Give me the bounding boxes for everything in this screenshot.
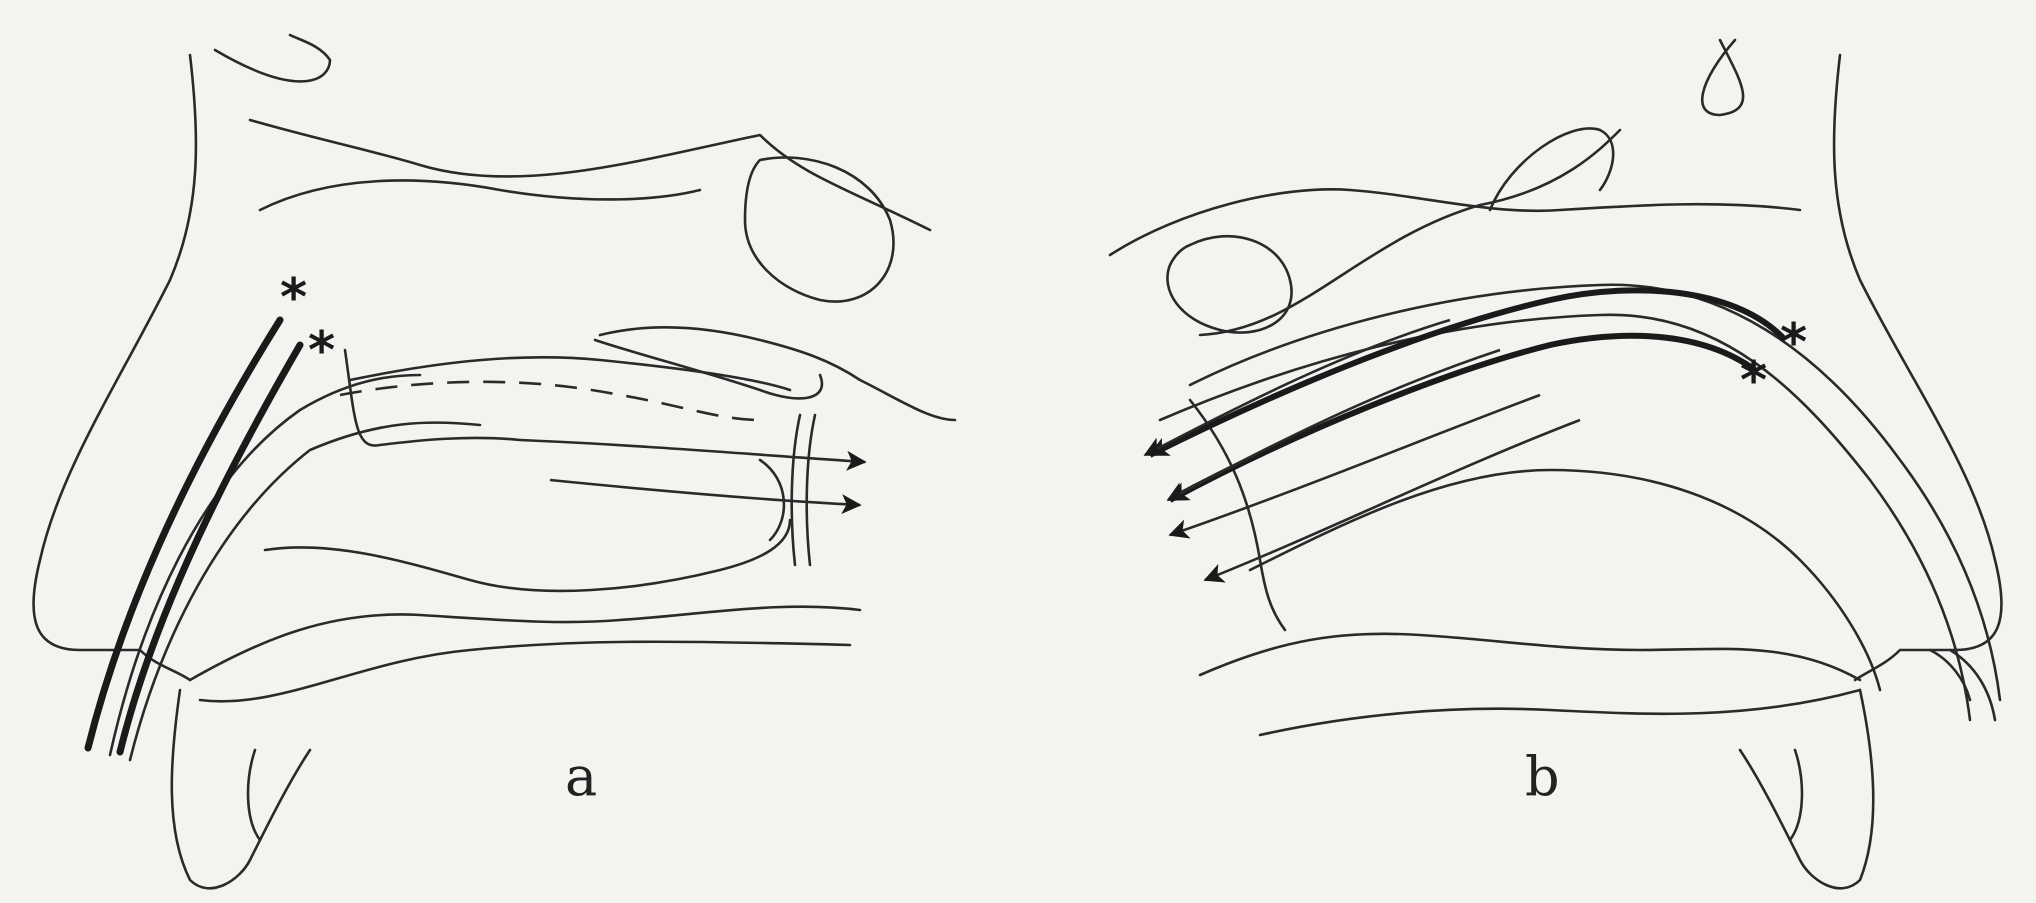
upper-lip bbox=[172, 690, 310, 888]
choana-line-2 bbox=[807, 415, 815, 565]
philtrum bbox=[248, 750, 260, 840]
lip-detail-b1 bbox=[1930, 650, 1970, 700]
arrow-b4 bbox=[1205, 420, 1580, 580]
nasal-floor bbox=[265, 520, 790, 591]
skull-base-b bbox=[1110, 189, 1800, 255]
nasal-floor-b bbox=[1200, 634, 1860, 680]
nasal-dorsum-b bbox=[1702, 40, 1743, 115]
sphenoid-sinus bbox=[745, 158, 894, 302]
choana-line-1 bbox=[792, 415, 800, 565]
hard-palate-b bbox=[1260, 690, 1860, 735]
skull-base-b2 bbox=[1200, 130, 1620, 335]
nasal-line-b2 bbox=[1160, 315, 1970, 720]
skull-base bbox=[250, 120, 930, 230]
nose-outline-b bbox=[1834, 55, 2001, 680]
nasal-line-b3 bbox=[1250, 470, 1880, 690]
panel-b-label: b bbox=[1525, 745, 1560, 808]
lower-palate bbox=[200, 642, 850, 702]
panel-a bbox=[33, 35, 955, 888]
marker-asterisk-b1: * bbox=[1780, 313, 1807, 373]
nose-outline bbox=[33, 55, 195, 680]
airflow-thick-1 bbox=[88, 320, 280, 748]
lip-detail-b2 bbox=[1950, 650, 1995, 720]
vertical-curve-b bbox=[1190, 400, 1285, 630]
superior-turbinate bbox=[600, 327, 955, 420]
marker-asterisk-a2: * bbox=[308, 321, 335, 381]
arrow-upper bbox=[520, 440, 865, 462]
philtrum-b bbox=[1790, 750, 1802, 840]
vestibule-line-2 bbox=[130, 423, 480, 760]
arrow-lower bbox=[550, 480, 860, 505]
marker-asterisk-b2: * bbox=[1740, 351, 1767, 411]
panel-a-label: a bbox=[565, 745, 597, 808]
sphenoid-sinus-b bbox=[1167, 236, 1291, 332]
upper-lip-b bbox=[1740, 690, 1873, 888]
nasal-dorsum bbox=[215, 35, 330, 81]
dashed-airflow bbox=[340, 382, 760, 420]
cribriform-line bbox=[260, 180, 700, 210]
airflow-thick-b2 bbox=[1170, 336, 1755, 500]
marker-asterisk-a1: * bbox=[280, 268, 307, 328]
